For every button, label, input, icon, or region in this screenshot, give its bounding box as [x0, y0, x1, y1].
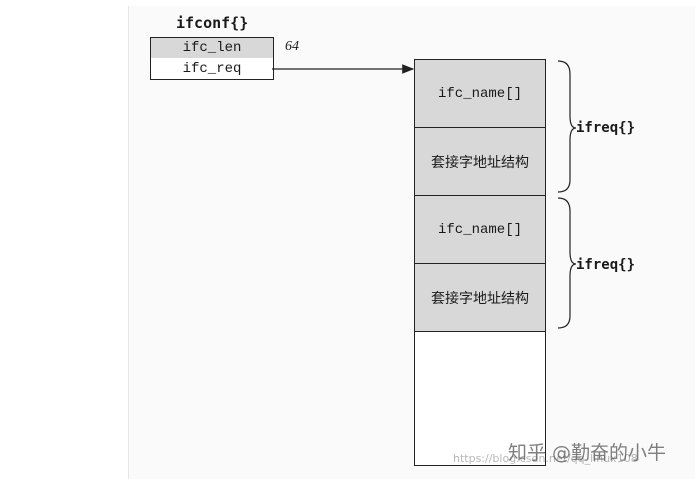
ifreq-2-brace — [557, 197, 577, 329]
ifreq-1-sockaddr: 套接字地址结构 — [415, 128, 545, 196]
watermark-text: 知乎 @勤奋的小牛 — [508, 442, 667, 464]
ifc-len-field: ifc_len — [150, 37, 274, 59]
ifreq-2-sockaddr: 套接字地址结构 — [415, 264, 545, 332]
ifconf-title: ifconf{} — [176, 14, 249, 32]
ifc-len-value: 64 — [285, 39, 299, 54]
buffer-block: ifc_name[] 套接字地址结构 ifc_name[] 套接字地址结构 — [414, 59, 546, 466]
ifc-req-field: ifc_req — [150, 58, 274, 80]
ifreq-1-label: ifreq{} — [576, 120, 636, 136]
ifreq-1-brace — [557, 60, 577, 193]
ifreq-1-name: ifc_name[] — [415, 60, 545, 128]
diagram-panel — [128, 6, 695, 479]
ifreq-2-label: ifreq{} — [576, 257, 636, 273]
watermark-url: https://blog.csdn.net/qq_linux108 — [453, 452, 638, 465]
ifreq-2-name: ifc_name[] — [415, 196, 545, 264]
